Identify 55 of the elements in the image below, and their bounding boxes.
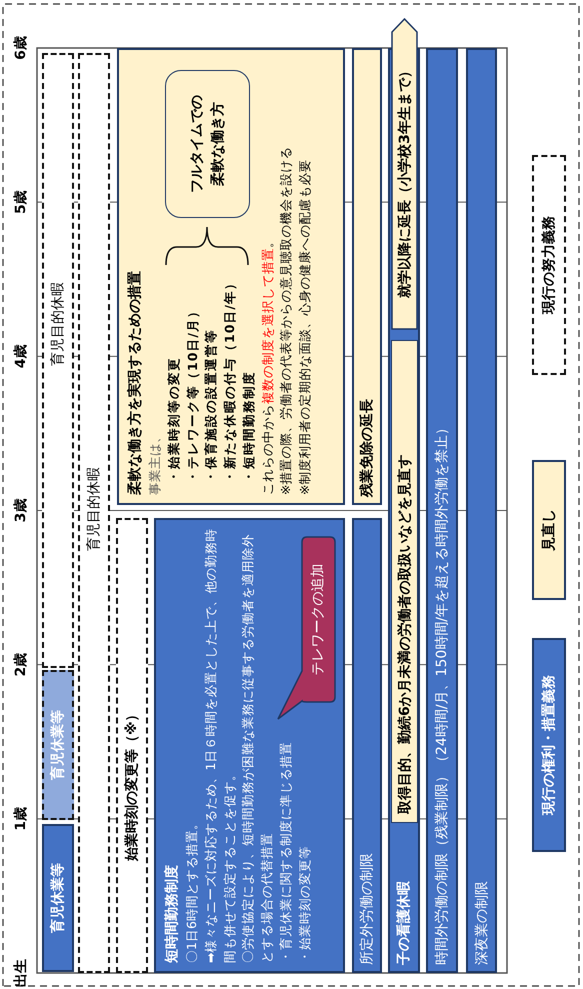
bar-label: フルタイムでの柔軟な働き方	[188, 94, 226, 194]
note-text: ※措置の際、労働者の代表等からの意見聴取の機会を設ける	[277, 146, 294, 495]
bar-label: 育児目的休暇	[49, 282, 67, 366]
age-label: 6歳	[12, 36, 30, 60]
bar-label: テレワークの追加	[309, 564, 327, 676]
bar-label: 残業免除の延長	[358, 399, 376, 497]
panel-text: ➡様々なニーズに対応するため、1日６時間を必置とした上で、他の勤務時間も併せて設定することを促す。	[202, 528, 238, 963]
panel-text: 事業主は、	[146, 430, 163, 495]
system-panel	[154, 518, 345, 973]
age-label: 4歳	[12, 344, 30, 368]
panel-text: ・始業時刻の変更等	[296, 846, 312, 963]
age-label: 2歳	[12, 652, 30, 677]
panel-heading: 短時間勤務制度	[162, 865, 181, 963]
bar-label: 育児目的休暇	[85, 467, 103, 551]
leave-bar	[42, 670, 74, 820]
system-panel	[117, 48, 345, 505]
age-label: 3歳	[12, 498, 30, 522]
leave-bar	[42, 824, 74, 972]
bar-label: 時間外労働の制限（残業制限）（24時間/月、150時間/年を超える時間外労働を禁止）	[433, 421, 451, 965]
panel-text: ・育児休業に関する制度に準じる措置	[276, 742, 294, 963]
note-text: ※制度利用者の定期的な面談、心身の健康への配慮も必要	[296, 160, 313, 495]
system-bar	[466, 48, 497, 973]
system-bar	[426, 48, 458, 973]
dashed-bar	[78, 53, 110, 973]
legend-key: 見直し	[532, 460, 566, 600]
legend-key: 現行の努力義務	[532, 155, 566, 375]
rounded-box	[165, 70, 250, 218]
revision-bar	[352, 48, 382, 505]
system-bar	[352, 518, 382, 973]
dashed-bar	[116, 518, 148, 973]
bar-label: 所定外労働の制限	[358, 853, 376, 965]
panel-text: 〇労使協定により、短時間勤務が困難な業務に従事する労働者を適用除外とする場合の代替措置	[239, 533, 275, 963]
note-text: これらの中から複数の制度を選択して措置。	[258, 235, 276, 495]
bar-label: 子の看護休暇	[395, 881, 413, 965]
bar-label: 深夜業の制限	[472, 881, 490, 965]
arrow-banner	[391, 18, 418, 330]
list-item: ・短時間勤務制度	[240, 370, 257, 485]
list-item: ・新たな休暇の付与（10日/年）	[221, 275, 238, 485]
age-label: 出生	[12, 959, 30, 987]
bar-label: 育児休業等	[49, 863, 67, 933]
age-label: 5歳	[12, 190, 30, 214]
legend-key: 現行の権利・措置義務	[532, 638, 566, 852]
bar-label: 始業時刻の変更等（※）	[123, 707, 141, 861]
revision-bar	[391, 340, 418, 823]
list-item: ・保育施設の設置運営等	[202, 328, 220, 485]
dashed-bar	[42, 53, 74, 668]
panel-text: 〇1日6時間とする措置。	[183, 817, 200, 963]
list-item: ・テレワーク等（10日/月）	[184, 303, 200, 485]
bar-label: 取得目的、勤続6か月未満の労働者の取扱いなどを見直す	[396, 454, 414, 814]
age-label: 1歳	[12, 806, 30, 831]
bar-label: 育児休業等	[49, 710, 67, 780]
panel-heading: 柔軟な働き方を実現するための措置	[126, 271, 144, 495]
callout	[276, 536, 336, 721]
bar-label: 就学以降に延長（小学校3年生まで）	[396, 64, 414, 298]
list-item: ・始業時刻等の変更	[164, 356, 182, 485]
